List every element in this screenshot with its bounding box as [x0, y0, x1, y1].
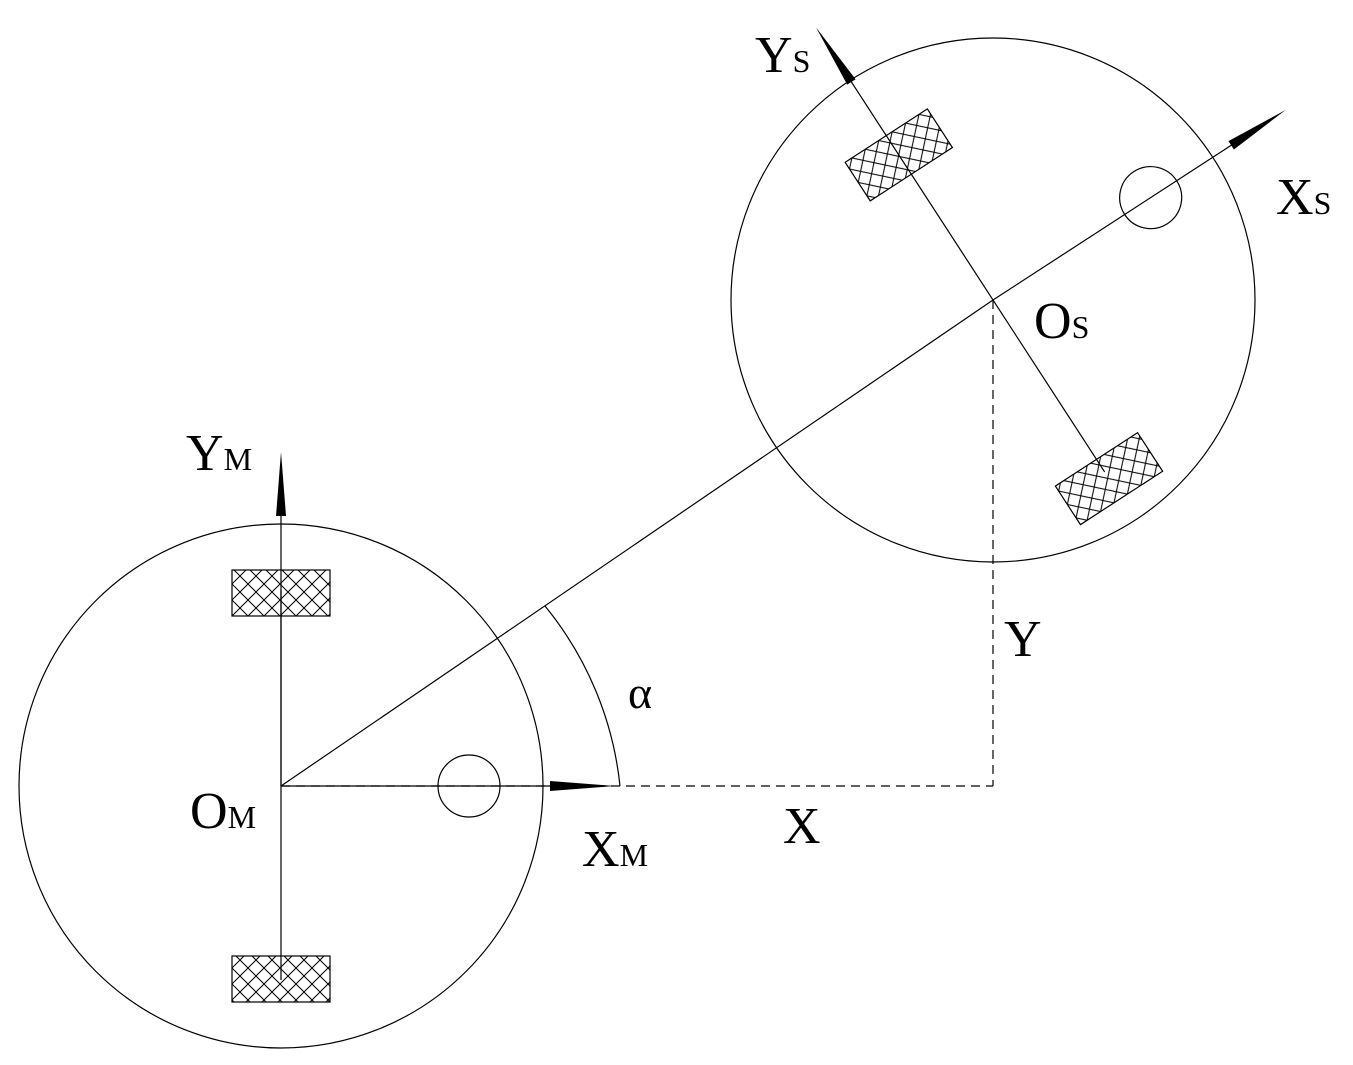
slave-y-axis-label: YS — [755, 27, 810, 84]
master-origin-label: OM — [190, 783, 256, 840]
slave-wheel-bottom — [1054, 431, 1164, 526]
slave-caster — [1119, 166, 1183, 230]
alpha-angle-arc — [544, 605, 621, 787]
master-wheel-bottom — [231, 955, 331, 1003]
slave-wheel-top — [844, 108, 954, 202]
connecting-line — [280, 299, 994, 787]
master-wheel-top — [231, 569, 331, 617]
alpha-angle-label: α — [628, 667, 652, 718]
slave-y-axis-arrowhead — [815, 27, 856, 85]
slave-origin-label: OS — [1034, 293, 1089, 350]
slave-x-axis-label: XS — [1276, 169, 1331, 226]
master-x-axis-label: XM — [582, 821, 648, 878]
x-offset-label: X — [783, 798, 821, 855]
slave-x-axis-arrowhead — [1228, 109, 1286, 150]
master-robot — [18, 452, 615, 1049]
master-y-axis-label: YM — [186, 425, 252, 482]
slave-x-axis — [992, 115, 1276, 301]
slave-robot — [730, 27, 1286, 563]
slave-y-axis — [822, 38, 1106, 473]
y-offset-label: Y — [1004, 611, 1042, 668]
master-y-axis-arrowhead — [276, 452, 286, 516]
